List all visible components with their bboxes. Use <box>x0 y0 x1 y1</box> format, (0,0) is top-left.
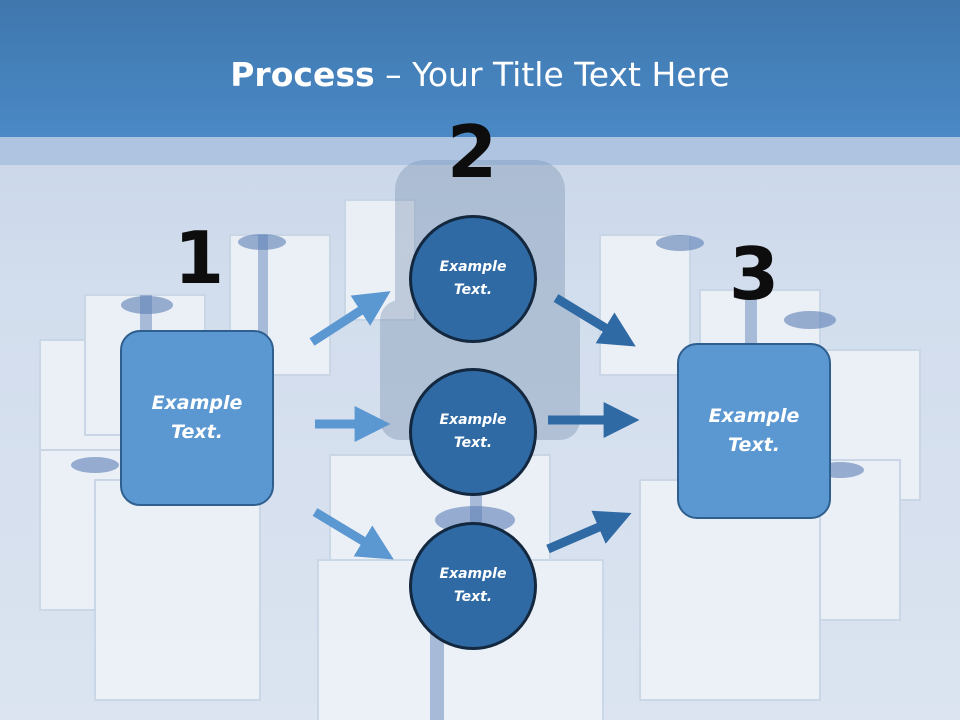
step-number-1: 1 <box>173 216 225 300</box>
circle-top-text: Example Text. <box>439 259 507 298</box>
arrow-left-to-bottom <box>312 508 394 560</box>
title-bar <box>0 0 960 137</box>
title-bar-band <box>0 137 960 165</box>
circle-bottom-text: Example Text. <box>439 566 507 605</box>
title-rest: – Your Title Text Here <box>374 55 730 94</box>
title-bold: Process <box>230 55 375 94</box>
circle-bottom[interactable]: Example Text. <box>409 522 537 650</box>
step-number-3: 3 <box>728 232 780 316</box>
step-number-2: 2 <box>446 110 498 194</box>
right-text-box[interactable]: Example Text. <box>677 343 831 519</box>
arrow-bottom-to-right <box>546 510 632 554</box>
circle-middle-text: Example Text. <box>439 412 507 451</box>
right-box-text: Example Text. <box>708 405 800 456</box>
arrow-top-to-right <box>553 294 636 347</box>
left-text-box[interactable]: Example Text. <box>120 330 274 506</box>
circle-top[interactable]: Example Text. <box>409 215 537 343</box>
slide-title: Process – Your Title Text Here <box>0 52 960 98</box>
left-box-text: Example Text. <box>151 392 243 443</box>
arrow-left-to-top <box>309 291 391 346</box>
circle-middle[interactable]: Example Text. <box>409 368 537 496</box>
